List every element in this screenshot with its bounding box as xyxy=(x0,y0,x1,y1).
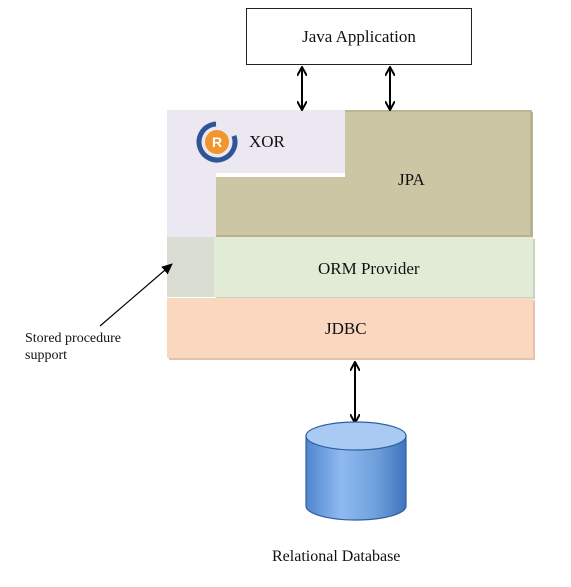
orm-provider-label: ORM Provider xyxy=(318,259,420,278)
jdbc-panel xyxy=(167,298,533,358)
xor-logo-icon: R xyxy=(196,121,238,163)
jpa-label: JPA xyxy=(398,170,425,189)
java-application-label: Java Application xyxy=(302,27,416,46)
xor-panel-strip xyxy=(167,173,216,237)
annotation-arrow xyxy=(99,263,173,327)
database-label: Relational Database xyxy=(272,548,401,565)
jdbc-label: JDBC xyxy=(325,319,367,338)
jpa-panel-shadow-bottom xyxy=(216,235,533,238)
xor-label: XOR xyxy=(249,132,285,151)
database-cylinder-icon xyxy=(305,421,407,521)
xor-logo-letter: R xyxy=(212,134,222,150)
stored-procedure-annotation: Stored procedure support xyxy=(25,330,165,364)
stored-procedure-line2: support xyxy=(25,348,67,363)
stored-procedure-block xyxy=(167,237,214,297)
jpa-panel xyxy=(216,177,532,237)
java-application-box: Java Application xyxy=(246,8,472,65)
orm-provider-panel xyxy=(214,237,533,297)
jpa-panel-shadow xyxy=(530,112,533,237)
jpa-panel-top xyxy=(345,110,532,177)
stored-procedure-line1: Stored procedure xyxy=(25,331,122,346)
